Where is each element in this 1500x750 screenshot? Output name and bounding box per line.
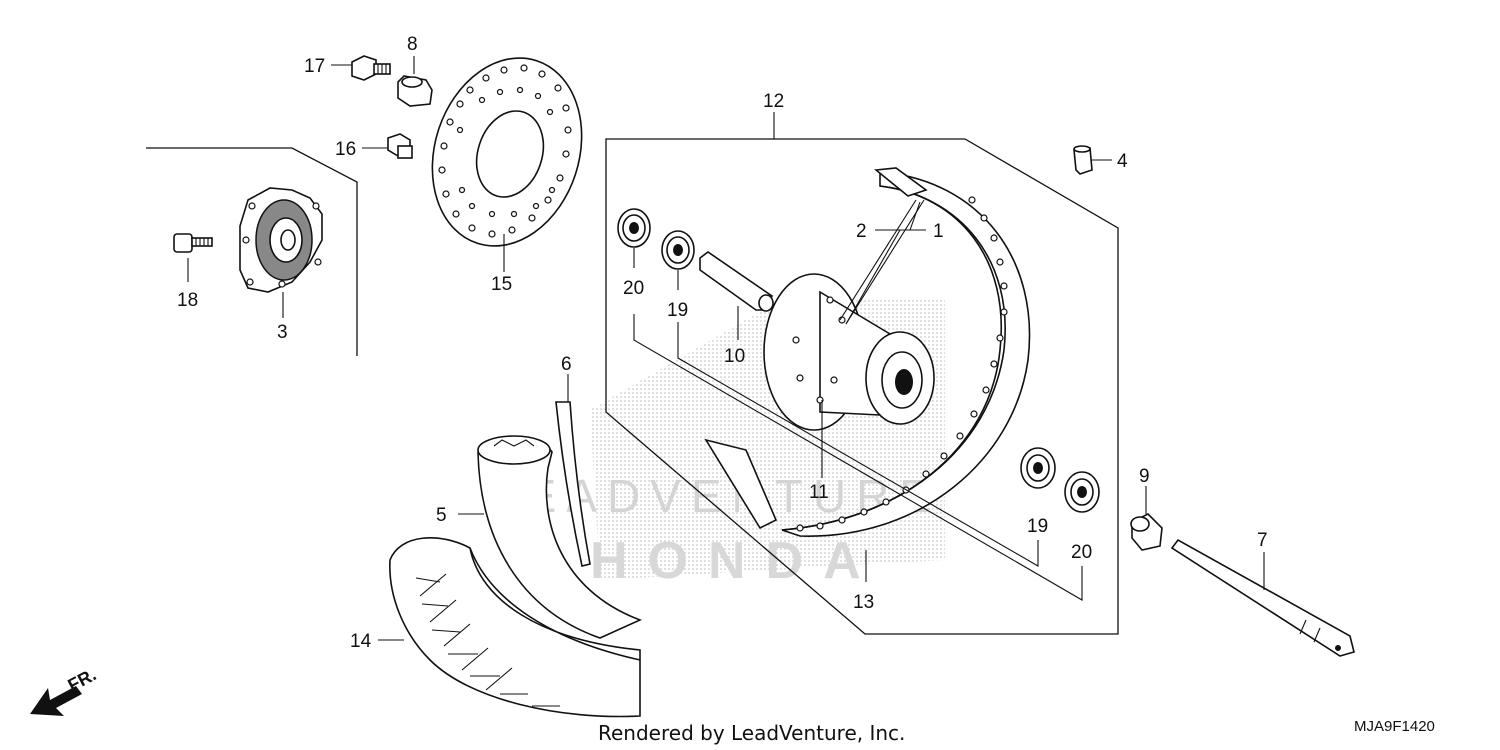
watermark-line1: LEADVENTURE — [490, 470, 940, 522]
callout-20-left: 20 — [623, 278, 644, 299]
callout-10: 10 — [724, 346, 745, 367]
callout-5: 5 — [436, 505, 447, 526]
watermark-line2: HONDA — [590, 532, 881, 590]
callout-2: 2 — [856, 221, 867, 242]
bearing-20-left — [617, 208, 651, 248]
bolt-16 — [387, 133, 413, 159]
valve-cap-4 — [1073, 145, 1093, 175]
callout-19-left: 19 — [667, 300, 688, 321]
axle-7 — [1170, 538, 1355, 657]
section-divider — [146, 147, 358, 356]
callout-7: 7 — [1257, 530, 1268, 551]
callout-18: 18 — [177, 290, 198, 311]
front-direction-arrow: FR. — [30, 664, 99, 716]
callout-20-right: 20 — [1071, 542, 1092, 563]
render-credit: Rendered by LeadVenture, Inc. — [598, 721, 905, 745]
callout-11: 11 — [809, 482, 829, 503]
callout-9: 9 — [1139, 466, 1150, 487]
tire-14 — [389, 537, 641, 718]
callout-17: 17 — [304, 56, 325, 77]
callout-1: 1 — [933, 221, 944, 242]
bearing-19-left — [661, 230, 695, 270]
callout-19-right: 19 — [1027, 516, 1048, 537]
bearing-19-right — [1020, 447, 1056, 489]
inner-tube-5 — [477, 435, 643, 639]
rim-band-6 — [555, 401, 591, 567]
callout-8: 8 — [407, 34, 418, 55]
callout-13: 13 — [853, 592, 874, 613]
bolt-18 — [173, 233, 213, 253]
callout-16: 16 — [335, 139, 356, 160]
callout-14: 14 — [350, 631, 372, 652]
collar-9 — [1130, 513, 1163, 551]
wheel-hub — [763, 199, 935, 431]
wheel-rim-13 — [704, 167, 1031, 537]
callout-15: 15 — [491, 274, 512, 295]
hub-flange-3 — [239, 187, 323, 293]
callout-3: 3 — [277, 322, 288, 343]
callout-12: 12 — [763, 91, 784, 112]
collar-8 — [397, 75, 433, 107]
bearing-20-right — [1064, 471, 1100, 513]
bolt-17 — [351, 55, 391, 81]
callout-6: 6 — [561, 354, 572, 375]
wheel-assembly-box — [605, 138, 1119, 635]
spacer-10 — [699, 251, 774, 312]
callout-4: 4 — [1117, 151, 1128, 172]
leader-lines — [187, 56, 1265, 641]
callouts: 17 8 16 18 3 15 12 4 2 1 20 19 10 11 13 … — [177, 34, 1268, 652]
brake-disc-15 — [431, 57, 583, 247]
diagram-code: MJA9F1420 — [1354, 718, 1435, 735]
